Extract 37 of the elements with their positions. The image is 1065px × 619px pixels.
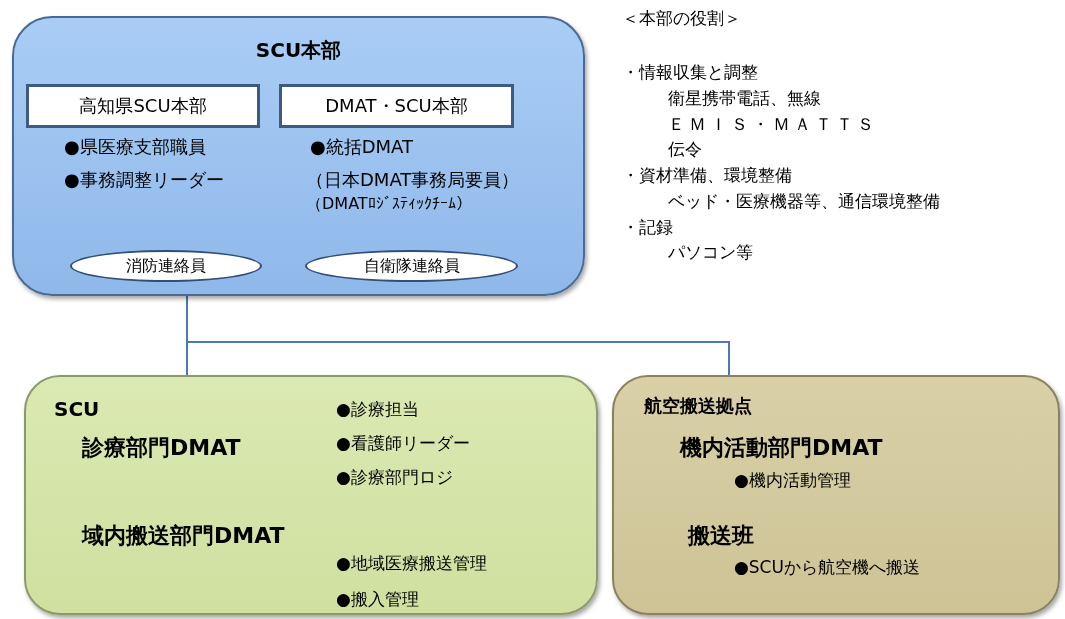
note-text: （DMATﾛｼﾞｽﾃｨｯｸﾁｰﾑ）	[306, 194, 472, 214]
heading: SCU	[54, 397, 100, 421]
bullet-text: ●機内活動管理	[734, 470, 851, 491]
section-heading: 域内搬送部門DMAT	[82, 523, 285, 550]
unit-box	[26, 84, 260, 128]
unit-label: 高知県SCU本部	[79, 94, 207, 118]
bullet-text: ●SCUから航空機へ搬送	[734, 557, 920, 578]
unit-label: 消防連絡員	[126, 255, 206, 277]
group-panel	[12, 16, 585, 296]
bullet-text: ●看護師リーダー	[336, 433, 470, 454]
role-text: ・資材準備、環境整備	[622, 165, 792, 186]
role-text: ベッド・医療機器等、通信環境整備	[668, 191, 940, 212]
unit-label: DMAT・SCU本部	[325, 94, 468, 118]
role-text: ・記録	[622, 217, 673, 238]
bullet-text: ●搬入管理	[336, 589, 419, 610]
group-panel	[24, 375, 598, 615]
bullet-text: ●地域医療搬送管理	[336, 553, 487, 574]
role-text: ＥＭＩＳ・ＭＡＴＴＳ	[668, 114, 878, 135]
heading: 航空搬送拠点	[644, 395, 752, 417]
heading: SCU本部	[254, 38, 343, 62]
note-text: （日本DMAT事務局要員）	[306, 169, 520, 191]
unit-box	[279, 84, 514, 128]
section-title: ＜本部の役割＞	[622, 8, 741, 29]
bullet-text: ●統括DMAT	[310, 136, 413, 158]
role-text: 衛星携帯電話、無線	[668, 88, 821, 109]
group-panel	[612, 375, 1060, 615]
section-heading: 診療部門DMAT	[82, 435, 241, 462]
bullet-text: ●診療担当	[336, 399, 419, 420]
role-text: ・情報収集と調整	[622, 62, 758, 83]
section-heading: 機内活動部門DMAT	[680, 435, 883, 462]
role-text: 伝令	[668, 139, 702, 160]
role-text: パソコン等	[668, 242, 753, 263]
unit-label: 自衛隊連絡員	[363, 255, 460, 277]
bullet-text: ●診療部門ロジ	[336, 467, 453, 488]
bullet-text: ●事務調整リーダー	[64, 169, 224, 191]
bullet-text: ●県医療支部職員	[64, 136, 206, 158]
section-heading: 搬送班	[688, 523, 754, 550]
